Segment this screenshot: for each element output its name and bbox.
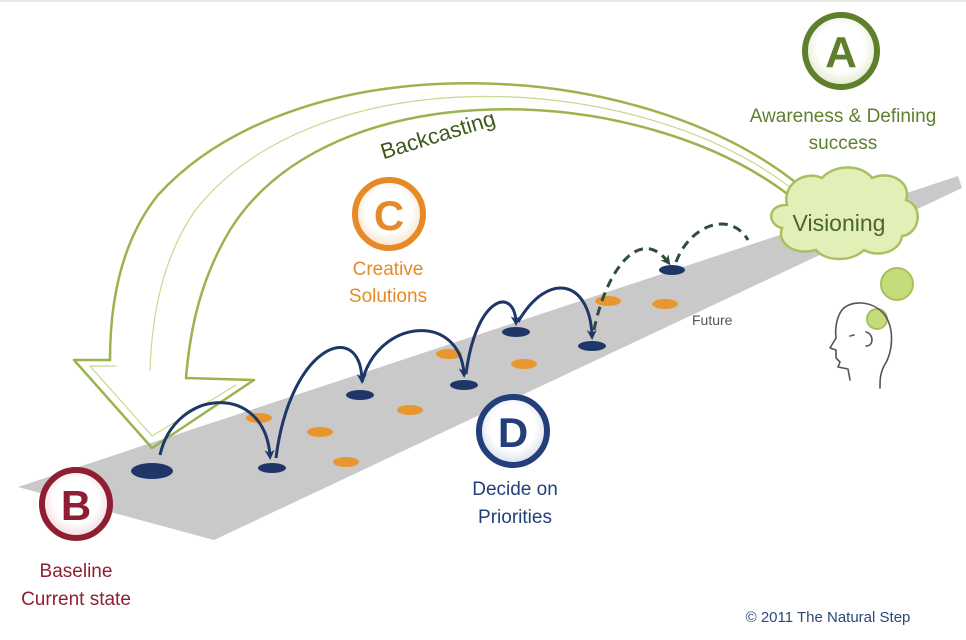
orange-dot [307,427,333,437]
step-b-subtitle: Current state [21,589,131,610]
step-c: C Creative Solutions [349,177,427,307]
step-a-letter: A [825,28,857,77]
step-b-badge [39,467,113,541]
hop-arrow [464,300,521,375]
step-a: A Awareness & Defining success [750,12,937,154]
dashed-hop-arrow [592,247,671,331]
hop-arrow [360,329,469,383]
step-a-subtitle: success [809,133,878,154]
head-profile-icon [829,302,893,389]
navy-dot [578,341,606,351]
step-a-title: Awareness & Defining [750,106,937,127]
hop-arrow [274,346,367,459]
navy-dot [502,327,530,337]
step-c-title: Creative [353,259,424,280]
orange-dot [397,405,423,415]
step-d-letter: D [498,409,528,456]
navy-dots [131,265,685,479]
orange-dot [436,349,462,359]
step-b-letter: B [61,482,91,529]
step-c-letter: C [374,192,404,239]
thought-bubble-icon [866,267,914,330]
step-d: D Decide on Priorities [472,394,558,528]
step-d-subtitle: Priorities [478,507,552,528]
hop-arrows [158,286,597,460]
navy-dot [346,390,374,400]
dashed-hop-arrow [674,222,750,263]
copyright-text: © 2011 The Natural Step [746,609,911,626]
hop-arrow [516,286,597,340]
orange-dot [333,457,359,467]
step-a-badge [802,12,880,90]
future-label: Future [692,312,733,328]
step-c-subtitle: Solutions [349,286,427,307]
cloud-icon: Visioning [770,166,919,261]
step-d-title: Decide on [472,479,558,500]
orange-dot [652,299,678,309]
step-d-badge [476,394,550,468]
navy-dot [258,463,286,473]
visioning-label: Visioning [793,210,886,236]
step-b: B Baseline Current state [21,467,131,610]
hop-arrow [158,401,275,460]
timeline-path [18,176,962,540]
step-c-badge [352,177,426,251]
orange-dot [511,359,537,369]
navy-dot-start [131,463,173,479]
dashed-hops [592,222,750,331]
backcasting-arrow [72,82,802,450]
navy-dot-faint [659,265,685,275]
orange-dot [595,296,621,306]
step-b-title: Baseline [40,561,113,582]
navy-dot [450,380,478,390]
